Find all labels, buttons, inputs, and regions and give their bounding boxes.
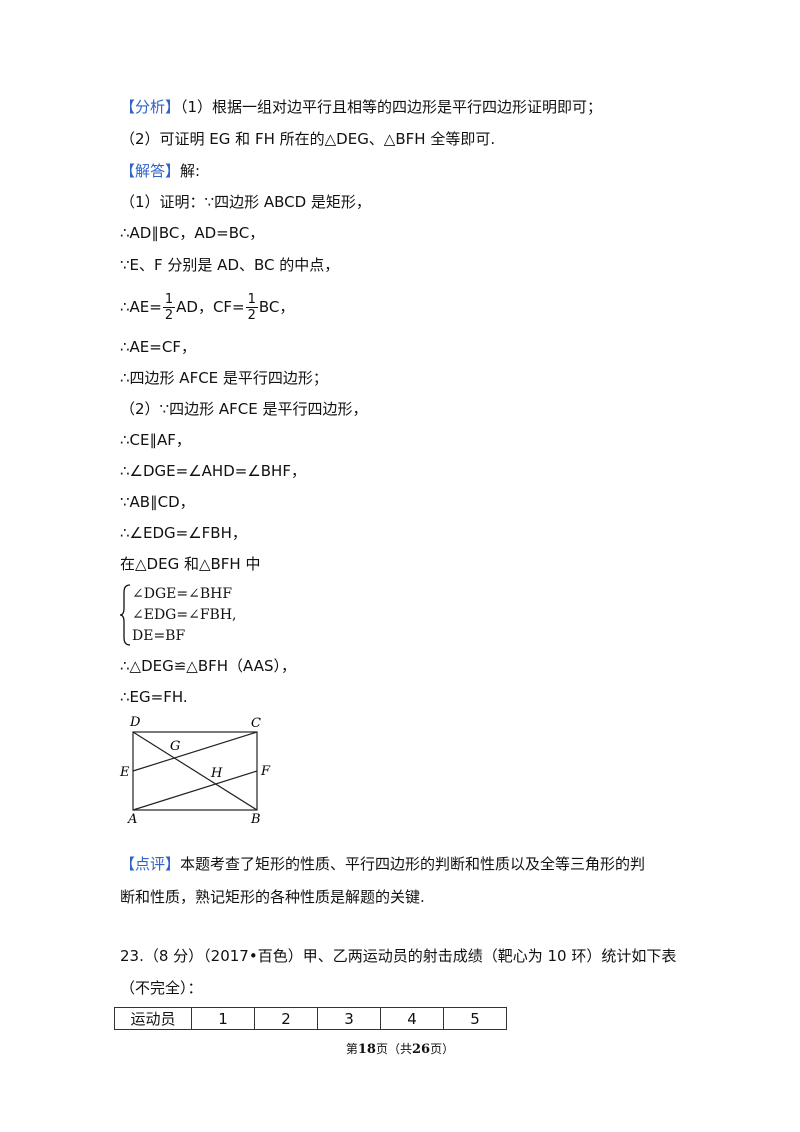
table-header-cell: 2 (254, 1007, 318, 1030)
comment-tag: 【点评】 (120, 855, 181, 873)
page-footer: 第18页（共26页） (345, 1042, 455, 1057)
page-number: 18 (357, 1042, 376, 1057)
left-brace-icon (120, 584, 131, 646)
comment-line-2: 断和性质，熟记矩形的各种性质是解题的关键. (120, 888, 425, 906)
table-header-cell: 3 (317, 1007, 381, 1030)
label-d: D (129, 715, 141, 730)
rectangle-figure: D C G H E F A B (119, 715, 271, 827)
comment-line-1: 【点评】本题考查了矩形的性质、平行四边形的判断和性质以及全等三角形的判 (120, 855, 646, 873)
solution-step: ∵AB∥CD， (120, 493, 195, 511)
segment-de-line (132, 731, 258, 811)
solution-step: ∴CE∥AF， (120, 431, 191, 449)
solution-step: ∴∠EDG=∠FBH， (120, 524, 247, 542)
problem-23-line-2: （不完全）： (120, 979, 203, 997)
solution-step: ∴EG=FH. (120, 688, 188, 706)
score-table: 运动员 1 2 3 4 5 (114, 1007, 507, 1030)
solution-heading: 【解答】解: (120, 162, 201, 180)
table-row: 运动员 1 2 3 4 5 (114, 1007, 507, 1030)
solution-step: ∴四边形 AFCE 是平行四边形； (120, 369, 328, 387)
solution-step: 在△DEG 和△BFH 中 (120, 555, 261, 573)
label-e: E (119, 765, 130, 780)
problem-23-line-1: 23.（8 分）（2017•百色）甲、乙两运动员的射击成绩（靶心为 10 环）统… (120, 947, 677, 965)
segment-ec (132, 731, 258, 772)
solution-step: （1）证明：∵四边形 ABCD 是矩形， (120, 193, 371, 211)
analysis-line-2: （2）可证明 EG 和 FH 所在的△DEG、△BFH 全等即可. (120, 130, 496, 148)
solution-step: ∴AE=CF， (120, 338, 196, 356)
table-header-cell: 1 (191, 1007, 255, 1030)
solution-tag: 【解答】 (120, 162, 181, 180)
solution-step: ∴△DEG≌△BFH（AAS）， (120, 657, 296, 675)
solution-step: ∴∠DGE=∠AHD=∠BHF， (120, 462, 306, 480)
equation-row: DE=BF (132, 628, 186, 644)
label-c: C (251, 716, 261, 731)
solution-step: ∴AD∥BC，AD=BC， (120, 224, 265, 242)
page-total: 26 (412, 1042, 431, 1057)
label-a: A (127, 812, 137, 827)
table-header-cell: 4 (380, 1007, 444, 1030)
table-header-cell: 5 (443, 1007, 507, 1030)
equation-row: ∠DGE=∠BHF (132, 586, 233, 602)
label-g: G (170, 739, 180, 754)
analysis-line-1: 【分析】（1）根据一组对边平行且相等的四边形是平行四边形证明即可； (120, 98, 603, 116)
table-header-cell: 运动员 (114, 1007, 192, 1030)
solution-step: ∵E、F 分别是 AD、BC 的中点， (120, 256, 340, 274)
label-b: B (250, 812, 261, 827)
label-h: H (210, 766, 223, 781)
analysis-tag: 【分析】 (120, 98, 181, 116)
solution-step: （2）∵四边形 AFCE 是平行四边形， (120, 400, 368, 418)
label-f: F (260, 764, 271, 779)
equation-row: ∠EDG=∠FBH, (132, 607, 237, 623)
segment-af (132, 770, 258, 811)
